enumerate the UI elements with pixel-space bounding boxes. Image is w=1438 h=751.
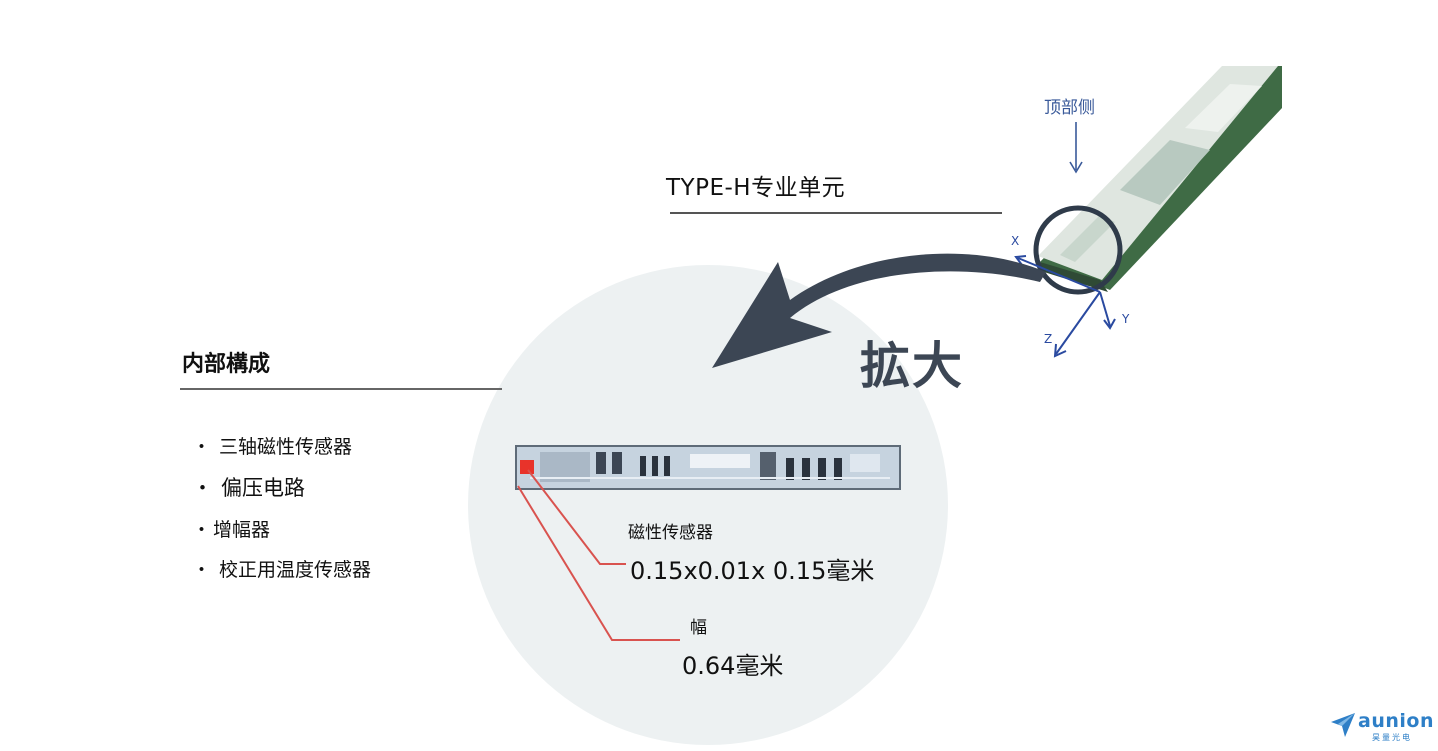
list-item: ・三轴磁性传感器 <box>192 432 352 459</box>
aunion-logo: aunion 昊量光电 <box>1330 710 1433 744</box>
sensor-label: 磁性传感器 <box>628 523 713 543</box>
axis-z-label: Z <box>1044 332 1053 346</box>
magnified-view-circle <box>468 265 948 745</box>
paper-plane-icon <box>1331 713 1355 737</box>
width-label: 幅 <box>690 618 707 638</box>
unit-title: TYPE-H专业单元 <box>666 175 846 201</box>
bullet-dot: ・ <box>192 519 212 541</box>
list-item-label: 三轴磁性传感器 <box>219 436 353 458</box>
width-value: 0.64毫米 <box>682 652 784 680</box>
list-item-label: 校正用温度传感器 <box>219 559 372 581</box>
bullet-dot: ・ <box>192 436 212 458</box>
list-item: ・增幅器 <box>192 515 270 542</box>
unit-title-underline <box>670 212 1002 214</box>
sensor-bar-image <box>1038 66 1282 292</box>
list-item: ・校正用温度传感器 <box>192 555 371 582</box>
leader-lines <box>517 469 680 641</box>
list-item-label: 增幅器 <box>213 519 271 541</box>
logo-subtitle: 昊量光电 <box>1372 733 1412 742</box>
sensor-size: 0.15x0.01x 0.15毫米 <box>630 557 875 585</box>
logo-name: aunion <box>1358 710 1434 732</box>
highlight-ring <box>1033 205 1123 295</box>
bullet-dot: ・ <box>192 476 213 500</box>
enlarge-arrow <box>712 253 1046 368</box>
sensor-dot <box>520 460 534 474</box>
axis-x-label: X <box>1011 234 1020 248</box>
top-side-label: 顶部侧 <box>1044 98 1095 118</box>
internal-heading: 内部構成 <box>182 352 271 377</box>
list-item-label: 偏压电路 <box>221 476 305 500</box>
internal-heading-underline <box>180 388 502 390</box>
top-side-arrow <box>1069 122 1083 174</box>
axis-triad <box>1014 255 1116 358</box>
bullet-dot: ・ <box>192 559 212 581</box>
axis-y-label: Y <box>1122 312 1130 326</box>
chip-image <box>515 445 901 490</box>
enlarge-label: 拡大 <box>860 337 964 395</box>
list-item: ・偏压电路 <box>192 472 305 502</box>
